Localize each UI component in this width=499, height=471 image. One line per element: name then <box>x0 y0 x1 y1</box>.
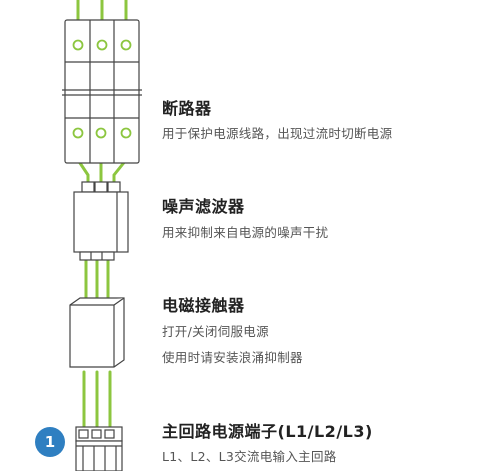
contactor-desc-line1: 打开/关闭伺服电源 <box>162 324 269 339</box>
contactor-title: 电磁接触器 <box>162 296 245 315</box>
noise-filter-title: 噪声滤波器 <box>162 197 245 216</box>
step-badge: 1 <box>35 427 65 457</box>
main-terminal-block <box>75 426 123 471</box>
circuit-breaker <box>62 19 142 164</box>
noise-filter-desc: 用来抑制来自电源的噪声干扰 <box>162 225 329 240</box>
breaker-title: 断路器 <box>162 99 212 118</box>
breaker-desc: 用于保护电源线路，出现过流时切断电源 <box>162 126 393 141</box>
terminal-title: 主回路电源端子(L1/L2/L3) <box>162 422 373 441</box>
terminal-desc: L1、L2、L3交流电输入主回路 <box>162 449 337 464</box>
contactor-desc-line2: 使用时请安装浪涌抑制器 <box>162 350 303 365</box>
magnetic-contactor <box>69 297 125 368</box>
noise-filter <box>73 181 129 261</box>
